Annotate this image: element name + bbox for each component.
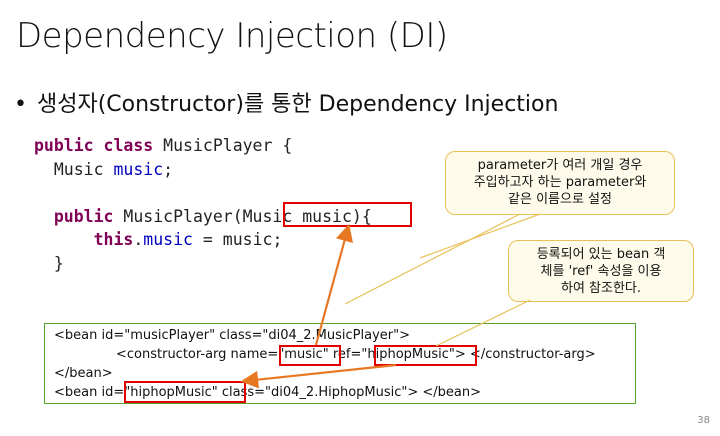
code-line-2: Music music; — [53, 159, 174, 179]
xml-config-box — [44, 323, 636, 404]
code-line-5: } — [53, 253, 64, 273]
callout-1-line-1: parameter가 여러 개일 경우 — [477, 158, 643, 173]
xml-line-1: <bean id="musicPlayer" class="di04_2.Mus… — [54, 328, 410, 343]
callout-ref-attribute: 등록되어 있는 bean 객 체를 'ref' 속성을 이용 하여 참조한다. — [508, 240, 694, 302]
code-line-4: this.music = music; — [93, 230, 283, 249]
callout-2-line-1: 등록되어 있는 bean 객 — [536, 247, 666, 262]
callout-1-line-3: 같은 이름으로 설정 — [508, 192, 612, 207]
bullet-text: 생성자(Constructor)를 통한 Dependency Injectio… — [36, 92, 559, 117]
xml-line-4: <bean id="hiphopMusic" class="di04_2.Hip… — [54, 385, 482, 400]
xml-ref-highlight-box — [374, 345, 477, 366]
xml-line-2: <constructor-arg name="music" ref="hipho… — [116, 347, 596, 362]
java-code-block: public class MusicPlayer { Music music; … — [34, 134, 372, 275]
callout-1-line-2: 주입하고자 하는 parameter와 — [473, 175, 647, 190]
arrow-ref-to-bean-id — [240, 363, 397, 389]
xml-bean-id-value: "hiphopMusic" — [124, 385, 218, 400]
callout-2-line-2: 체를 'ref' 속성을 이용 — [540, 264, 662, 279]
bullet-point: • 생성자(Constructor)를 통한 Dependency Injecti… — [14, 86, 558, 118]
code-line-3: public MusicPlayer(Music music){ — [53, 206, 372, 226]
callout-2-pointer — [435, 299, 531, 347]
callout-parameter-name: parameter가 여러 개일 경우 주입하고자 하는 parameter와 … — [445, 151, 675, 215]
callout-1-pointer-2 — [419, 213, 541, 259]
slide-title: Dependency Injection (DI) — [16, 16, 448, 56]
xml-name-highlight-box — [279, 345, 341, 366]
callout-1-pointer — [344, 213, 521, 305]
constructor-param: Music music — [242, 206, 352, 226]
callout-2-line-3: 하여 참조한다. — [560, 281, 642, 296]
code-line-1: public class MusicPlayer { — [34, 136, 293, 155]
xml-name-value: "music" — [278, 347, 329, 362]
arrow-name-to-param — [314, 223, 354, 346]
bullet-dot-icon: • — [14, 92, 27, 117]
xml-line-3: </bean> — [54, 366, 113, 381]
xml-ref-value: "hiphopMusic" — [361, 347, 455, 362]
page-number: 38 — [697, 415, 710, 426]
xml-bean-id-highlight-box — [124, 381, 246, 403]
